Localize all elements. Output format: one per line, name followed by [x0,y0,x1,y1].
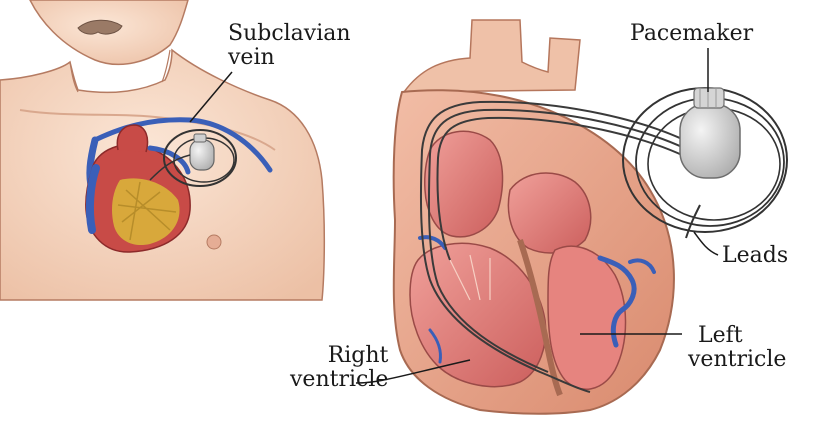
label-leads: Leads [722,244,788,268]
label-left-ventricle: Left ventricle [688,324,786,372]
label-left-line1: Left [688,324,786,348]
label-right-line2: ventricle [290,368,388,392]
leads-leader-line [694,232,718,255]
heart-cross-section [394,20,674,414]
label-right-line1: Right [290,344,388,368]
label-left-line2: ventricle [688,348,786,372]
label-right-ventricle: Right ventricle [290,344,388,392]
label-pacemaker: Pacemaker [630,22,753,46]
label-subclavian-line2: vein [228,46,351,70]
label-subclavian-vein: Subclavian vein [228,22,351,70]
label-subclavian-line1: Subclavian [228,22,351,46]
nipple [207,235,221,249]
